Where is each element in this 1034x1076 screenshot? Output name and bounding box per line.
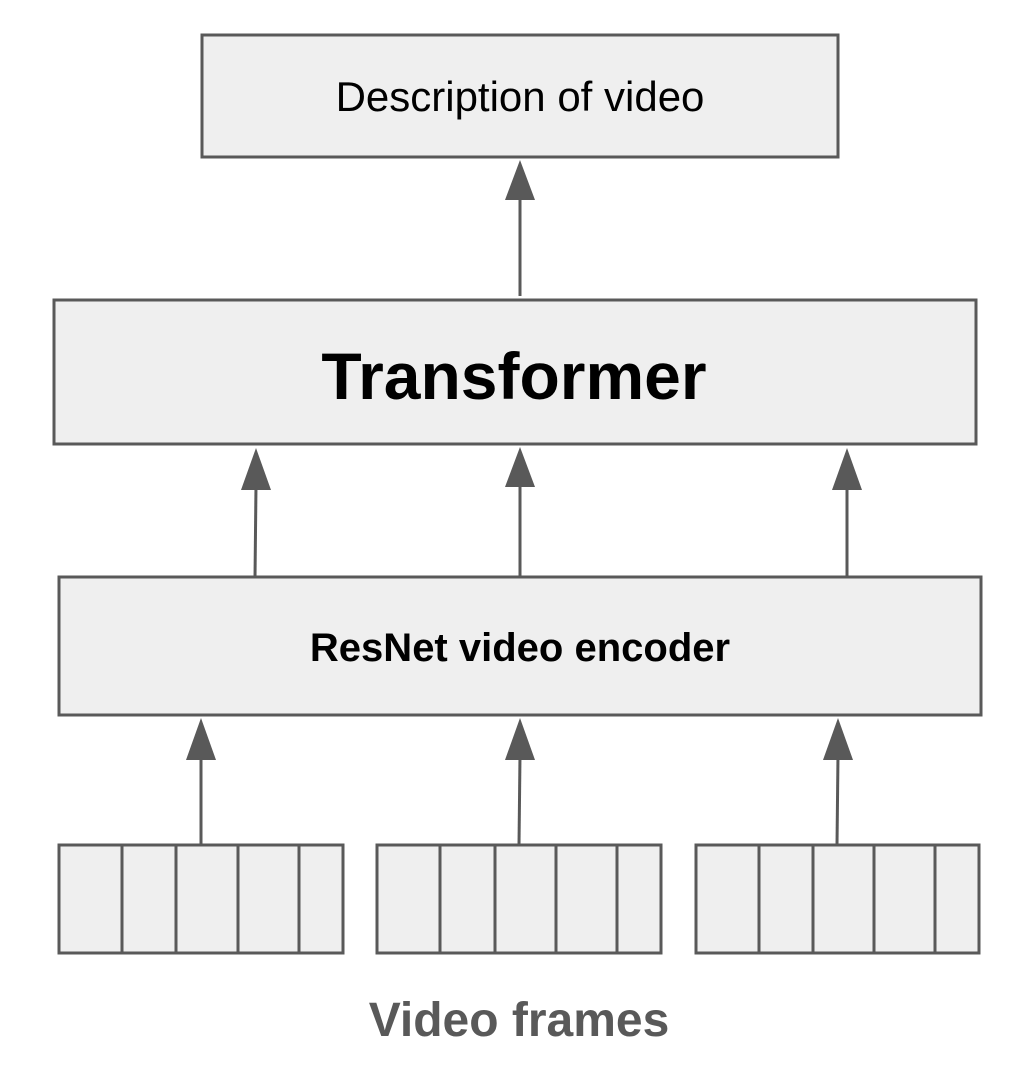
transformer-label: Transformer: [321, 339, 706, 413]
frame-cell: [554, 843, 619, 955]
arrow-transformer-to-output: [505, 160, 535, 296]
frame-cell: [933, 843, 981, 955]
encoder-label: ResNet video encoder: [310, 626, 730, 670]
frame-group-2: [375, 843, 663, 955]
output-box: Description of video: [200, 33, 840, 159]
arrow-frames-to-encoder-center: [505, 718, 535, 846]
frames-caption: Video frames: [369, 994, 670, 1047]
frame-cell: [375, 843, 442, 955]
frame-cell: [872, 843, 937, 955]
transformer-box: Transformer: [52, 298, 978, 446]
arrow-encoder-to-transformer-right: [832, 448, 862, 576]
arrow-frames-to-encoder-left: [186, 718, 216, 845]
frame-cell: [57, 843, 124, 955]
encoder-box: ResNet video encoder: [57, 575, 983, 717]
frame-cell: [174, 843, 240, 955]
frame-cell: [615, 843, 663, 955]
frame-cell: [694, 843, 761, 955]
output-label: Description of video: [336, 73, 705, 120]
frame-cell: [811, 843, 876, 955]
frame-cell: [757, 843, 815, 955]
frame-cell: [438, 843, 497, 955]
frame-group-1: [57, 843, 345, 955]
frame-cell: [297, 843, 345, 955]
arrow-encoder-to-transformer-center: [505, 447, 535, 576]
frame-cell: [236, 843, 301, 955]
arrow-encoder-to-transformer-left: [241, 448, 271, 579]
frame-cell: [120, 843, 178, 955]
frame-group-3: [694, 843, 981, 955]
arrow-frames-to-encoder-right: [823, 718, 853, 846]
frame-cell: [493, 843, 558, 955]
